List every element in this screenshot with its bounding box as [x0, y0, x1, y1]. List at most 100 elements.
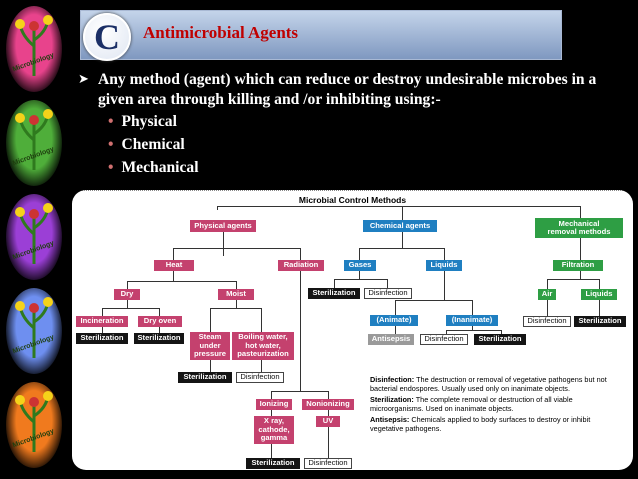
disinfection-tag: Disinfection [523, 316, 571, 327]
disinfection-tag: Disinfection [420, 334, 468, 345]
method-label: Physical [121, 113, 177, 130]
intro-text: Any method (agent) which can reduce or d… [98, 71, 597, 108]
connector [223, 232, 224, 256]
bullet-list: ➤ Any method (agent) which can reduce or… [76, 70, 616, 179]
title-bar: C Antimicrobial Agents [80, 10, 562, 61]
method-label: Chemical [121, 136, 185, 153]
connector [210, 308, 262, 309]
connector [359, 271, 360, 279]
sterilization-tag: Sterilization [178, 372, 232, 383]
chemical-agents-node: Chemical agents [363, 220, 437, 232]
connector [173, 248, 174, 260]
connector [328, 427, 329, 458]
diagram-title: Microbial Control Methods [298, 195, 407, 205]
definition-antisepsis: Antisepsis: Chemicals applied to body su… [370, 416, 620, 433]
nonionizing-node: Nonionizing [302, 399, 354, 410]
moist-node: Moist [218, 289, 254, 300]
sterilization-tag: Sterilization [134, 333, 184, 344]
connector [210, 360, 211, 372]
connector [271, 410, 272, 416]
connector [217, 206, 581, 207]
connector [271, 444, 272, 458]
method-label: Mechanical [121, 159, 199, 176]
boiling-water-node: Boiling water, hot water, pasteurization [232, 332, 294, 360]
connector [127, 281, 237, 282]
connector [501, 330, 502, 334]
connector [580, 271, 581, 279]
connector [580, 206, 581, 220]
inanimate-node: (Inanimate) [446, 315, 498, 326]
connector [102, 308, 160, 309]
method-item: • Chemical [76, 134, 616, 156]
section-badge: C [83, 13, 131, 61]
filtration-node: Filtration [553, 260, 603, 271]
connector [271, 391, 272, 399]
microbiology-logo-2: Microbiology [6, 100, 62, 186]
microbiology-logo-1: Microbiology [6, 6, 62, 92]
connector [402, 206, 403, 220]
connector [159, 327, 160, 333]
intro-bullet: ➤ Any method (agent) which can reduce or… [76, 70, 616, 110]
filtration-liquids-node: Liquids [581, 289, 617, 300]
connector [159, 308, 160, 316]
connector [328, 391, 329, 399]
animate-node: (Animate) [370, 315, 418, 326]
connector [446, 330, 447, 334]
definition-text: Chemicals applied to body surfaces to de… [370, 415, 591, 433]
plant-emblem-icon: Microbiology [12, 391, 55, 452]
connector [300, 248, 301, 260]
connector [271, 391, 329, 392]
incineration-node: Incineration [76, 316, 128, 327]
connector [236, 300, 237, 308]
slide-title: Antimicrobial Agents [143, 23, 299, 42]
connector [328, 410, 329, 416]
bullet-dot-icon: • [108, 136, 114, 153]
physical-agents-node: Physical agents [190, 220, 256, 232]
sterilization-tag: Sterilization [76, 333, 128, 344]
microbial-control-diagram: Microbial Control Methods Physical agent… [72, 190, 633, 470]
definition-text: The complete removal or destruction of a… [370, 395, 573, 413]
definition-text: The destruction or removal of vegetative… [370, 375, 607, 393]
microbiology-logo-5: Microbiology [6, 382, 62, 468]
connector [261, 360, 262, 372]
sterilization-tag: Sterilization [246, 458, 300, 469]
connector [217, 206, 218, 210]
connector [127, 281, 128, 289]
connector [472, 326, 473, 330]
connector [102, 327, 103, 333]
connector [547, 279, 600, 280]
connector [127, 300, 128, 308]
definitions-legend: Disinfection: The destruction or removal… [370, 375, 620, 437]
arrow-bullet-icon: ➤ [78, 72, 89, 87]
definition-term: Disinfection: [370, 375, 415, 384]
sterilization-tag: Sterilization [474, 334, 526, 345]
disinfection-tag: Disinfection [304, 458, 352, 469]
bullet-dot-icon: • [108, 159, 114, 176]
connector [261, 308, 262, 332]
connector [395, 300, 473, 301]
connector [599, 300, 600, 316]
connector [444, 271, 445, 300]
plant-emblem-icon: Microbiology [12, 297, 55, 358]
connector [395, 300, 396, 315]
heat-node: Heat [154, 260, 194, 271]
xray-node: X ray, cathode, gamma [254, 416, 294, 444]
connector [547, 300, 548, 316]
connector [547, 279, 548, 289]
connector [599, 279, 600, 289]
connector [359, 248, 445, 249]
definition-term: Sterilization: [370, 395, 414, 405]
uv-node: UV [316, 416, 340, 427]
sterilization-tag: Sterilization [308, 288, 360, 299]
sidebar: Microbiology Microbiology Microbiology M… [0, 0, 68, 479]
connector [173, 271, 174, 281]
connector [236, 281, 237, 289]
connector [446, 330, 502, 331]
connector [472, 300, 473, 315]
steam-under-pressure-node: Steam under pressure [190, 332, 230, 360]
connector [444, 248, 445, 260]
gases-node: Gases [344, 260, 376, 271]
definition-sterilization: Sterilization: The complete removal or d… [370, 395, 620, 413]
sterilization-tag: Sterilization [574, 316, 626, 327]
definition-term: Antisepsis: [370, 415, 410, 425]
